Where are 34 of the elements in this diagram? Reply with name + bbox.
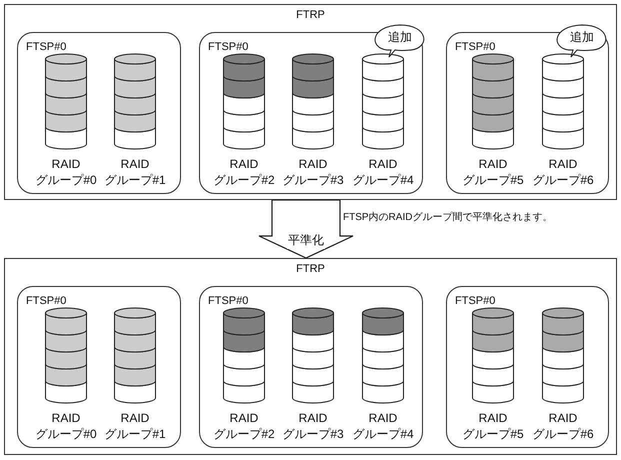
raid-group-label: RAID グループ#1	[103, 156, 167, 188]
panel-title: FTSP#0	[26, 295, 66, 307]
raid-group-label: RAID グループ#1	[103, 410, 167, 442]
panel-title: FTSP#0	[208, 41, 248, 53]
panel-title: FTSP#0	[208, 295, 248, 307]
group-panel	[17, 286, 181, 448]
raid-group-label: RAID グループ#3	[281, 156, 345, 188]
bubble-text: 追加	[569, 29, 595, 46]
group-panel	[446, 32, 609, 194]
raid-group-label: RAID グループ#3	[281, 410, 345, 442]
panel-title: FTSP#0	[26, 41, 66, 53]
raid-group-label: RAID グループ#4	[351, 410, 415, 442]
group-panel	[17, 32, 181, 194]
raid-group-label: RAID グループ#2	[212, 156, 276, 188]
bubble-text: 追加	[387, 29, 413, 46]
raid-group-label: RAID グループ#0	[34, 410, 98, 442]
raid-group-label: RAID グループ#0	[34, 156, 98, 188]
raid-group-label: RAID グループ#4	[351, 156, 415, 188]
raid-group-label: RAID グループ#5	[461, 410, 525, 442]
raid-group-label: RAID グループ#5	[461, 156, 525, 188]
raid-group-label: RAID グループ#6	[531, 410, 595, 442]
group-panel	[199, 32, 423, 194]
pool-frame	[4, 258, 617, 455]
note-text: FTSP内のRAIDグループ間で平準化されます。	[343, 210, 552, 224]
panel-title: FTSP#0	[455, 295, 496, 307]
raid-group-label: RAID グループ#2	[212, 410, 276, 442]
edge-label: 平準化	[287, 232, 325, 249]
group-panel	[446, 286, 609, 448]
group-panel	[199, 286, 423, 448]
pool-title: FTRP	[295, 263, 326, 275]
pool-frame	[4, 4, 617, 200]
panel-title: FTSP#0	[455, 41, 496, 53]
raid-group-label: RAID グループ#6	[531, 156, 595, 188]
pool-title: FTRP	[295, 9, 326, 21]
